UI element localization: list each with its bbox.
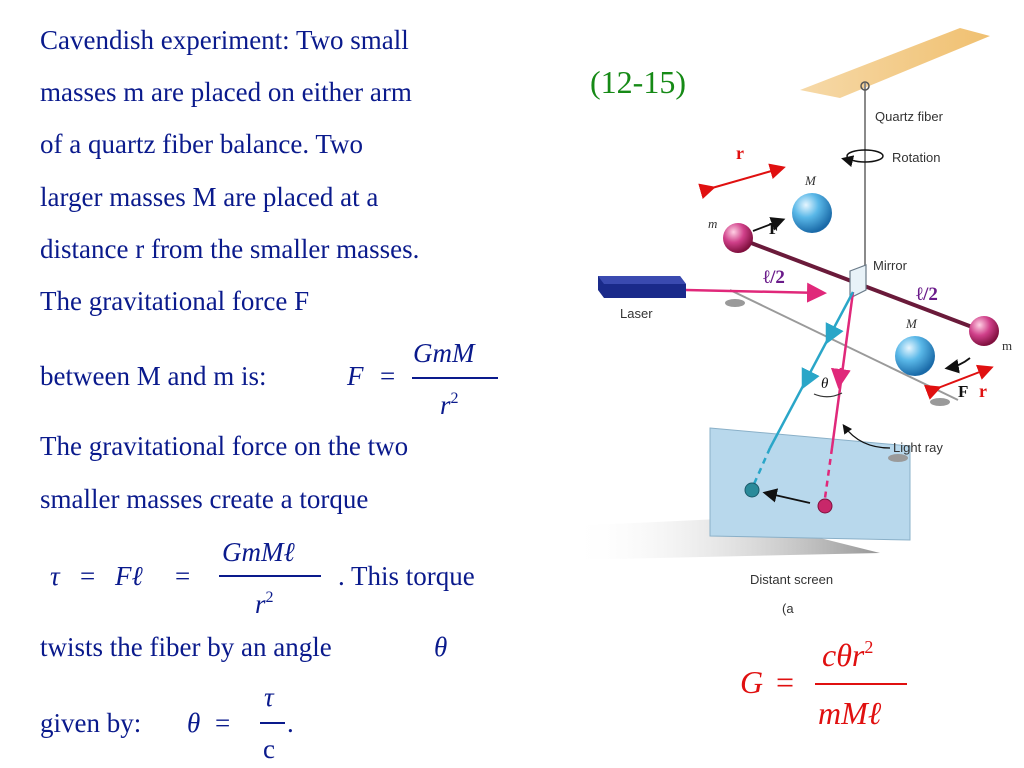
mass-m-left-label: m [708,216,717,231]
incident-ray [685,282,827,303]
ceiling-beam [800,28,990,98]
torque-tau: τ [50,561,60,591]
sphere-shadow-right [930,398,950,406]
large-sphere-bottom [895,336,935,376]
torque-equals-2: = [175,561,191,591]
torque-fraction-bar [219,575,321,577]
small-sphere-left [723,223,753,253]
ray-arrow-blue-1 [825,322,844,345]
force-arrow-bottom [944,357,971,374]
force-F-top-label: F [769,219,779,238]
force-fraction-bar [412,377,498,379]
theta-fraction-bar [260,722,285,724]
text-line-1: Cavendish experiment: Two small [40,25,409,55]
g-lhs: G [740,664,764,700]
text-line-8: The gravitational force on the two [40,431,409,461]
text-line-5: distance r from the smaller masses. [40,234,420,264]
spot-original [817,498,833,514]
theta-inline: θ [434,632,448,662]
mirror-label: Mirror [873,258,908,273]
text-line-6: The gravitational force F [40,286,310,316]
torque-f-ell: Fℓ [115,561,143,591]
spot-deflected [744,482,760,498]
theta-arc [813,392,843,398]
torque-denominator: r2 [255,589,274,619]
small-sphere-right [969,316,999,346]
text-line-4: larger masses M are placed at a [40,182,379,212]
text-line-7: between M and m is: [40,361,267,391]
theta-denominator: c [263,734,275,764]
text-line-9: smaller masses create a torque [40,484,369,514]
text-line-3: of a quartz fiber balance. Two [40,129,363,159]
force-denominator: r2 [440,390,459,420]
force-arrow-top [752,217,786,232]
reflected-ray-original [830,291,855,449]
torque-numerator: GmMℓ [222,537,295,567]
rotation-label: Rotation [892,150,940,165]
floor-shadow [570,518,880,560]
g-equals: = [776,664,795,700]
text-line-10: . This torque [338,561,475,591]
laser [598,276,686,298]
ray-arrow-pink [830,367,851,389]
light-ray-label: Light ray [893,440,943,455]
torque-equals-1: = [80,561,96,591]
distant-screen-label: Distant screen [750,572,833,587]
sphere-shadow-left [725,299,745,307]
g-numerator: cθr2 [822,637,874,673]
cavendish-diagram: Quartz fiber Rotation Distant screen (a … [570,28,1012,616]
text-line-2: masses m are placed on either arm [40,77,412,107]
force-F-bottom-label: F [958,382,968,401]
arm-shadow [729,289,959,401]
figure-caption: (a [782,601,794,616]
distant-screen [709,427,911,541]
theta-label: θ [821,376,829,392]
g-denominator: mMℓ [818,695,882,731]
rotation-arrow [841,149,884,168]
mass-m-right-label: m [1002,338,1012,353]
theta-numerator: τ [264,682,274,712]
text-line-12: given by: [40,708,142,738]
equation-number: (12-15) [590,64,686,100]
force-numerator: GmM [413,338,475,368]
mass-M-bottom-label: M [905,316,918,331]
distance-r-bottom-label: r [979,381,987,401]
large-sphere-top [792,193,832,233]
sphere-shadow-bottom [888,454,908,462]
force-equals: = [380,361,396,391]
distance-arrow-top [698,163,786,199]
mass-M-top-label: M [804,173,817,188]
theta-lhs: θ [187,708,201,738]
ray-arrow-blue-2 [801,367,820,390]
theta-equals: = [215,708,231,738]
g-fraction-bar [815,683,907,685]
mirror [849,264,867,299]
half-length-left-label: ℓ/2 [763,267,785,288]
half-length-right-label: ℓ/2 [916,284,938,305]
light-ray-pointer [842,424,891,449]
theta-period: . [287,708,294,738]
quartz-fiber-label: Quartz fiber [875,109,944,124]
reflected-ray-original-dashed [823,447,834,499]
laser-label: Laser [620,306,653,321]
force-lhs: F [347,361,364,391]
fiber-clamp [860,81,870,91]
distance-r-top-label: r [736,143,744,163]
text-line-11: twists the fiber by an angle [40,632,332,662]
distance-arrow-bottom [923,364,994,400]
spot-shift-arrow [762,488,811,504]
